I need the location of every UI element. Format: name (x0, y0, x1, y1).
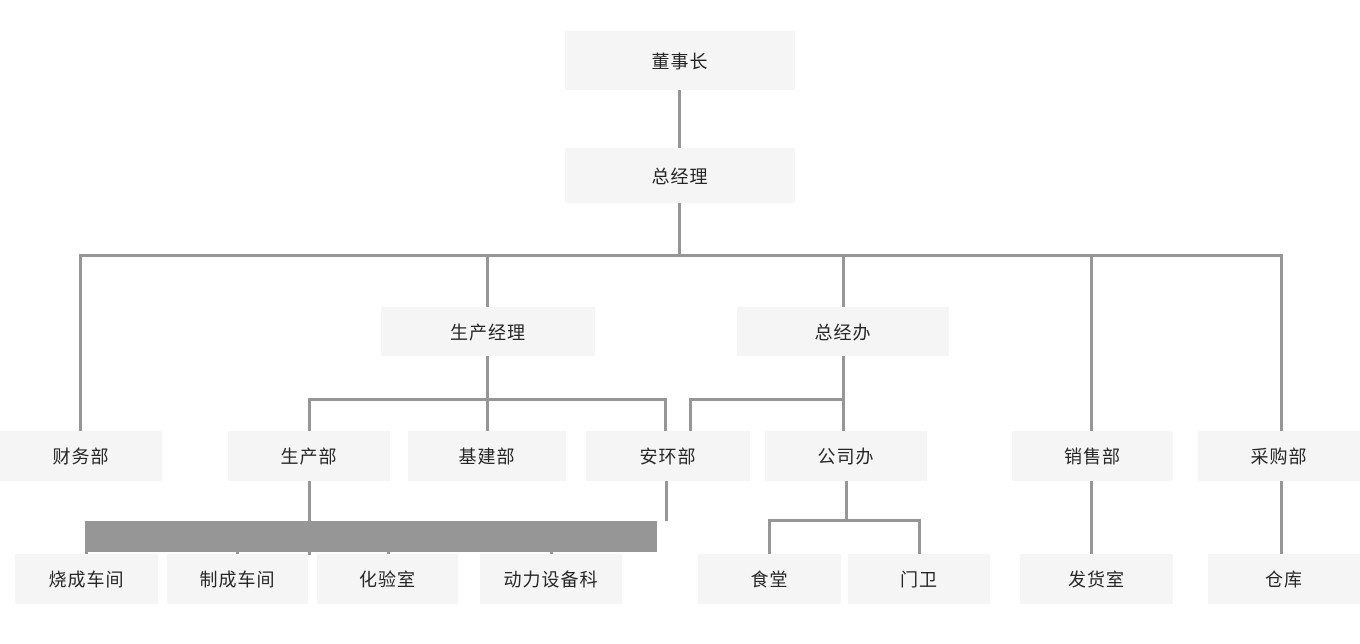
node-warehouse-label: 仓库 (1265, 570, 1303, 591)
connector-subbus-to-canteen (768, 520, 771, 554)
main-bus-line (79, 254, 1283, 257)
connector-subbus-to-safety-env (664, 399, 667, 431)
node-chairman-label: 董事长 (651, 51, 709, 73)
node-production-label: 生产部 (280, 447, 338, 468)
node-infrastructure-label: 基建部 (458, 447, 516, 468)
node-gm[interactable]: 总经理 (565, 148, 795, 203)
company-office-subbus-line (768, 519, 921, 522)
connector-gm-to-main-bus (678, 203, 681, 255)
node-gm-office-label: 总经办 (814, 322, 872, 344)
connector-chairman-to-gm (678, 90, 681, 148)
node-power-equipment[interactable]: 动力设备科 (480, 554, 622, 604)
connector-safety-env-to-thick-bus (665, 481, 668, 521)
node-safety-env-label: 安环部 (639, 447, 697, 468)
node-kiln-workshop[interactable]: 烧成车间 (15, 554, 158, 604)
connector-company-office-to-subbus (845, 481, 848, 520)
connector-production-manager-to-subbus (486, 356, 489, 399)
connector-sales-to-shipping-room (1090, 481, 1093, 554)
node-sales[interactable]: 销售部 (1012, 431, 1173, 481)
node-finance-label: 财务部 (52, 447, 110, 468)
connector-bus-to-sales (1090, 255, 1093, 431)
connector-thick-bus-to-kiln-workshop (85, 521, 88, 554)
node-canteen[interactable]: 食堂 (698, 554, 841, 604)
connector-bus-to-finance (79, 255, 82, 431)
node-power-equipment-label: 动力设备科 (503, 570, 599, 591)
node-finance[interactable]: 财务部 (0, 431, 162, 481)
connector-gm-office-subbus-to-safety-env (689, 399, 692, 431)
node-sales-label: 销售部 (1064, 447, 1121, 468)
node-shipping-room[interactable]: 发货室 (1020, 554, 1173, 604)
connector-bus-to-purchasing (1280, 255, 1283, 431)
connector-bus-to-gm-office (842, 255, 845, 307)
node-shipping-room-label: 发货室 (1068, 570, 1125, 591)
node-canteen-label: 食堂 (750, 570, 789, 591)
connector-production-to-thick-bus (308, 481, 311, 555)
node-warehouse[interactable]: 仓库 (1208, 554, 1360, 604)
node-lab[interactable]: 化验室 (317, 554, 458, 604)
connector-subbus-to-infrastructure (486, 399, 489, 431)
node-lab-label: 化验室 (359, 570, 416, 591)
node-infrastructure[interactable]: 基建部 (408, 431, 566, 481)
node-gatehouse[interactable]: 门卫 (848, 554, 990, 604)
connector-subbus-to-production (308, 399, 311, 431)
node-production-manager[interactable]: 生产经理 (381, 307, 595, 356)
gm-office-subbus-line (689, 398, 845, 401)
node-gm-office[interactable]: 总经办 (737, 307, 949, 356)
node-safety-env[interactable]: 安环部 (586, 431, 750, 481)
connector-bus-to-production-manager (486, 255, 489, 307)
selected-thick-connector-bar[interactable] (88, 521, 657, 552)
node-gatehouse-label: 门卫 (900, 570, 938, 591)
node-purchasing-label: 采购部 (1250, 447, 1308, 468)
node-production[interactable]: 生产部 (228, 431, 390, 481)
node-finishing-workshop-label: 制成车间 (199, 570, 276, 591)
node-finishing-workshop[interactable]: 制成车间 (167, 554, 308, 604)
node-gm-label: 总经理 (651, 166, 709, 188)
connector-gm-office-to-company-office (842, 356, 845, 431)
connector-subbus-to-gatehouse (918, 520, 921, 554)
node-kiln-workshop-label: 烧成车间 (48, 570, 125, 591)
node-purchasing[interactable]: 采购部 (1198, 431, 1360, 481)
node-chairman[interactable]: 董事长 (565, 31, 795, 90)
node-production-manager-label: 生产经理 (450, 322, 526, 344)
node-company-office[interactable]: 公司办 (765, 431, 927, 481)
node-company-office-label: 公司办 (817, 447, 875, 468)
connector-purchasing-to-warehouse (1280, 481, 1283, 554)
